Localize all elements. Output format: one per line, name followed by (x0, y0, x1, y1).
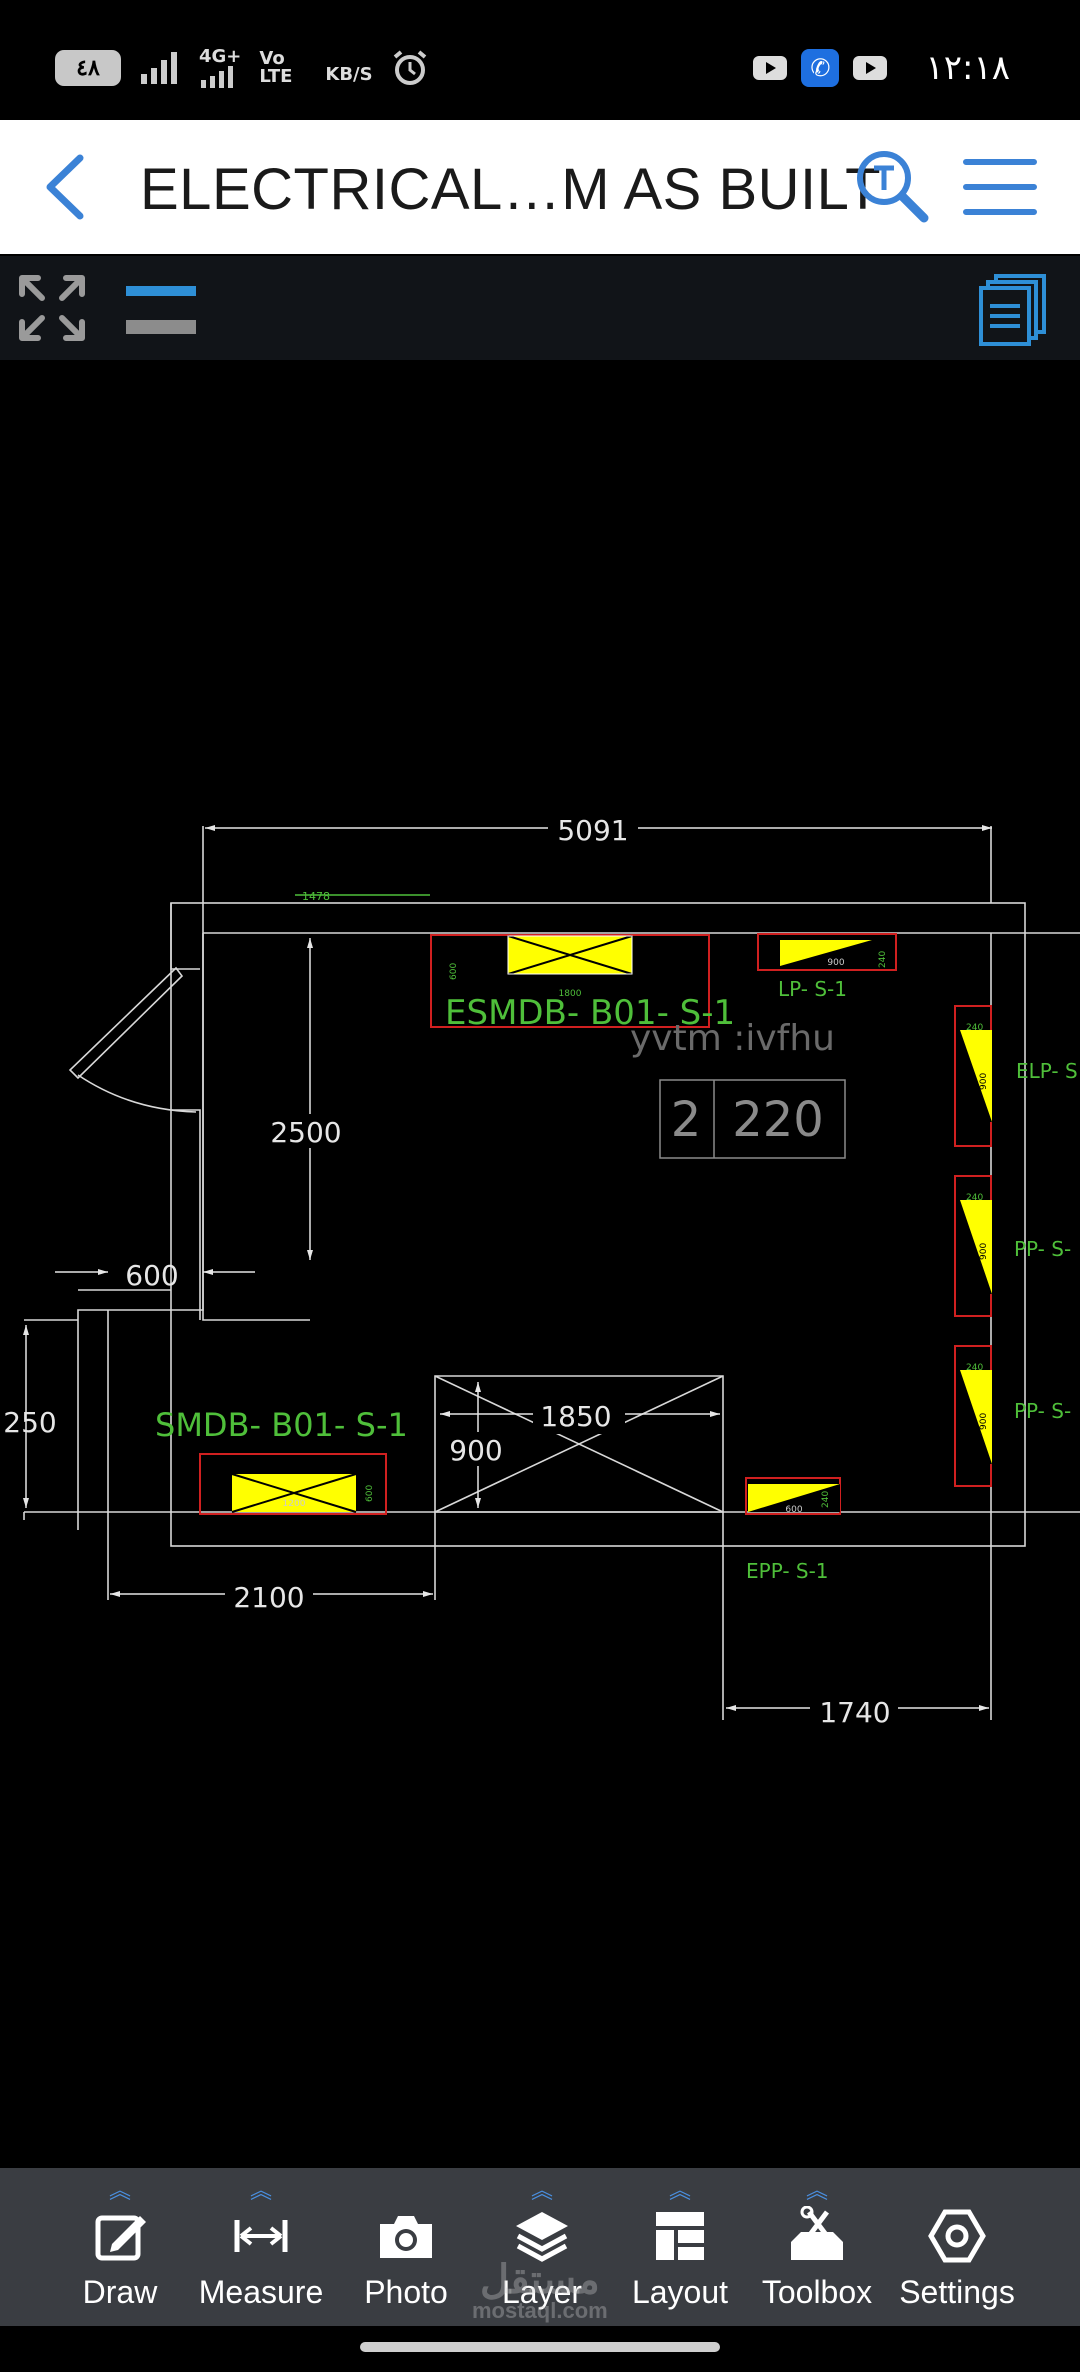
epp-label: EPP- S-1 (746, 1559, 829, 1583)
battery-indicator: ٤٨ (55, 50, 121, 86)
app-header: ELECTRICAL…M AS BUILT (0, 120, 1080, 254)
toolbox-label: Toolbox (761, 2274, 873, 2310)
elp-height: 240 (966, 1023, 983, 1033)
page-title: ELECTRICAL…M AS BUILT (140, 157, 882, 222)
elp-panel[interactable]: 240 900 ELP- S (954, 1005, 1078, 1147)
pp2-width: 900 (979, 1413, 989, 1430)
layer-button[interactable]: ︽ Layer (492, 2168, 592, 2326)
measure-button[interactable]: ︽ Measure (195, 2168, 327, 2326)
layers-icon (516, 2212, 568, 2262)
photo-label: Photo (364, 2274, 448, 2310)
watermark: مستقل mostaql.com (472, 2258, 608, 2324)
room-area: 220 (732, 1092, 824, 1148)
room-tag: 2 220 (659, 1079, 846, 1159)
submenu-indicator-icon: ︽ (805, 2178, 828, 2203)
dim-height-left: 2500 (270, 1116, 341, 1149)
clock: ١٢:١٨ (925, 48, 1010, 88)
expand-icon[interactable] (16, 272, 88, 344)
submenu-indicator-icon: ︽ (249, 2178, 272, 2203)
esmdb-label: ESMDB- B01- S-1 (445, 993, 735, 1033)
speed-indicator: KB/S (325, 64, 373, 85)
lp-label: LP- S-1 (778, 977, 847, 1001)
door-symbol (68, 966, 197, 1113)
submenu-indicator-icon: ︽ (530, 2178, 553, 2203)
pp-panel-1[interactable]: 240 900 PP- S- (954, 1175, 1071, 1317)
dim-middle-width: 1850 (540, 1400, 611, 1433)
epp-panel[interactable]: 600 240 EPP- S-1 (745, 1477, 841, 1583)
photo-button[interactable]: ︽ Photo (356, 2168, 456, 2326)
epp-height: 240 (821, 1491, 831, 1508)
dim-middle-height: 900 (449, 1434, 502, 1467)
room-number: 2 (671, 1092, 702, 1148)
pp-panel-2[interactable]: 240 900 PP- S- (954, 1345, 1071, 1487)
dim-bottom-right: 1740 (819, 1696, 890, 1729)
pp1-height: 240 (966, 1193, 983, 1203)
smdb-panel[interactable]: SMDB- B01- S-1 1200 600 (155, 1406, 408, 1515)
volte-indicator: Vo LTE (259, 48, 293, 87)
settings-button[interactable]: ︽ Settings (894, 2168, 1020, 2326)
lp-height: 240 (878, 951, 888, 968)
measure-label: Measure (198, 2274, 324, 2310)
watermark-site: mostaql.com (472, 2298, 608, 2323)
signal-icon (141, 52, 177, 84)
smdb-height: 600 (365, 1485, 375, 1502)
youtube-icon-2 (853, 56, 888, 80)
esmdb-panel[interactable]: 1800 600 ESMDB- B01- S-1 (430, 934, 735, 1033)
pages-icon[interactable] (978, 272, 1050, 348)
bottom-toolbar: ︽ Draw ︽ Measure ︽ Photo ︽ Layer (0, 2168, 1080, 2326)
dim-left-height: 250 (3, 1406, 56, 1439)
draw-label: Draw (82, 2274, 158, 2310)
measure-icon (234, 2220, 288, 2252)
network-indicator: 4G+ (199, 48, 241, 88)
camera-icon (380, 2216, 432, 2258)
home-gesture-pill[interactable] (360, 2342, 720, 2352)
settings-label: Settings (899, 2274, 1015, 2310)
layout-icon (656, 2212, 704, 2260)
drawing-canvas[interactable]: 5091 1478 2500 600 250 2100 1850 900 174… (0, 360, 1080, 2168)
smdb-width: 1200 (283, 1499, 306, 1509)
alarm-icon (393, 50, 426, 85)
toolbox-icon (791, 2206, 843, 2260)
layout-button[interactable]: ︽ Layout (620, 2168, 740, 2326)
view-toolbar (0, 256, 1080, 360)
settings-icon (928, 2209, 986, 2263)
search-icon[interactable] (852, 146, 932, 226)
system-nav-bar (0, 2326, 1080, 2372)
pp1-label: PP- S- (1014, 1237, 1071, 1261)
submenu-indicator-icon: ︽ (668, 2178, 691, 2203)
hamburger-menu-icon[interactable] (962, 152, 1038, 222)
network-type: 4G+ (199, 46, 242, 67)
layout-label: Layout (631, 2274, 729, 2310)
pp2-label: PP- S- (1014, 1399, 1071, 1423)
pp1-width: 900 (979, 1243, 989, 1260)
layer-label: Layer (501, 2274, 583, 2310)
submenu-indicator-icon: ︽ (108, 2178, 131, 2203)
room-label: yvtm :ivfhu (630, 1018, 835, 1059)
signal-icon-2 (201, 66, 233, 88)
back-icon[interactable] (30, 148, 100, 226)
epp-width: 600 (785, 1505, 802, 1515)
dim-door-offset: 600 (125, 1259, 178, 1292)
esmdb-width: 1800 (559, 989, 582, 999)
call-icon: ✆ (801, 49, 840, 87)
layer-bars-icon[interactable] (122, 280, 200, 340)
status-bar: ٤٨ 4G+ Vo LTE KB/S ✆ ١٢:١٨ (0, 0, 1080, 120)
toolbox-button[interactable]: ︽ Toolbox (752, 2168, 882, 2326)
draw-button[interactable]: ︽ Draw (70, 2168, 170, 2326)
elp-label: ELP- S (1016, 1059, 1078, 1083)
lp-panel[interactable]: 900 240 LP- S-1 (757, 933, 897, 1001)
edit-icon (95, 2215, 146, 2261)
pp2-height: 240 (966, 1363, 983, 1373)
smdb-label: SMDB- B01- S-1 (155, 1406, 408, 1444)
dim-bottom-left: 2100 (233, 1581, 304, 1614)
esmdb-height: 600 (449, 963, 459, 980)
elp-width: 900 (979, 1073, 989, 1090)
youtube-icon (753, 56, 788, 80)
status-left: ٤٨ 4G+ Vo LTE KB/S (55, 48, 429, 88)
watermark-arabic: مستقل (479, 2258, 600, 2302)
lp-width: 900 (827, 958, 844, 968)
dim-small-top: 1478 (302, 890, 330, 903)
status-right: ✆ ١٢:١٨ (753, 48, 1010, 88)
dim-top-width: 5091 (557, 814, 628, 847)
